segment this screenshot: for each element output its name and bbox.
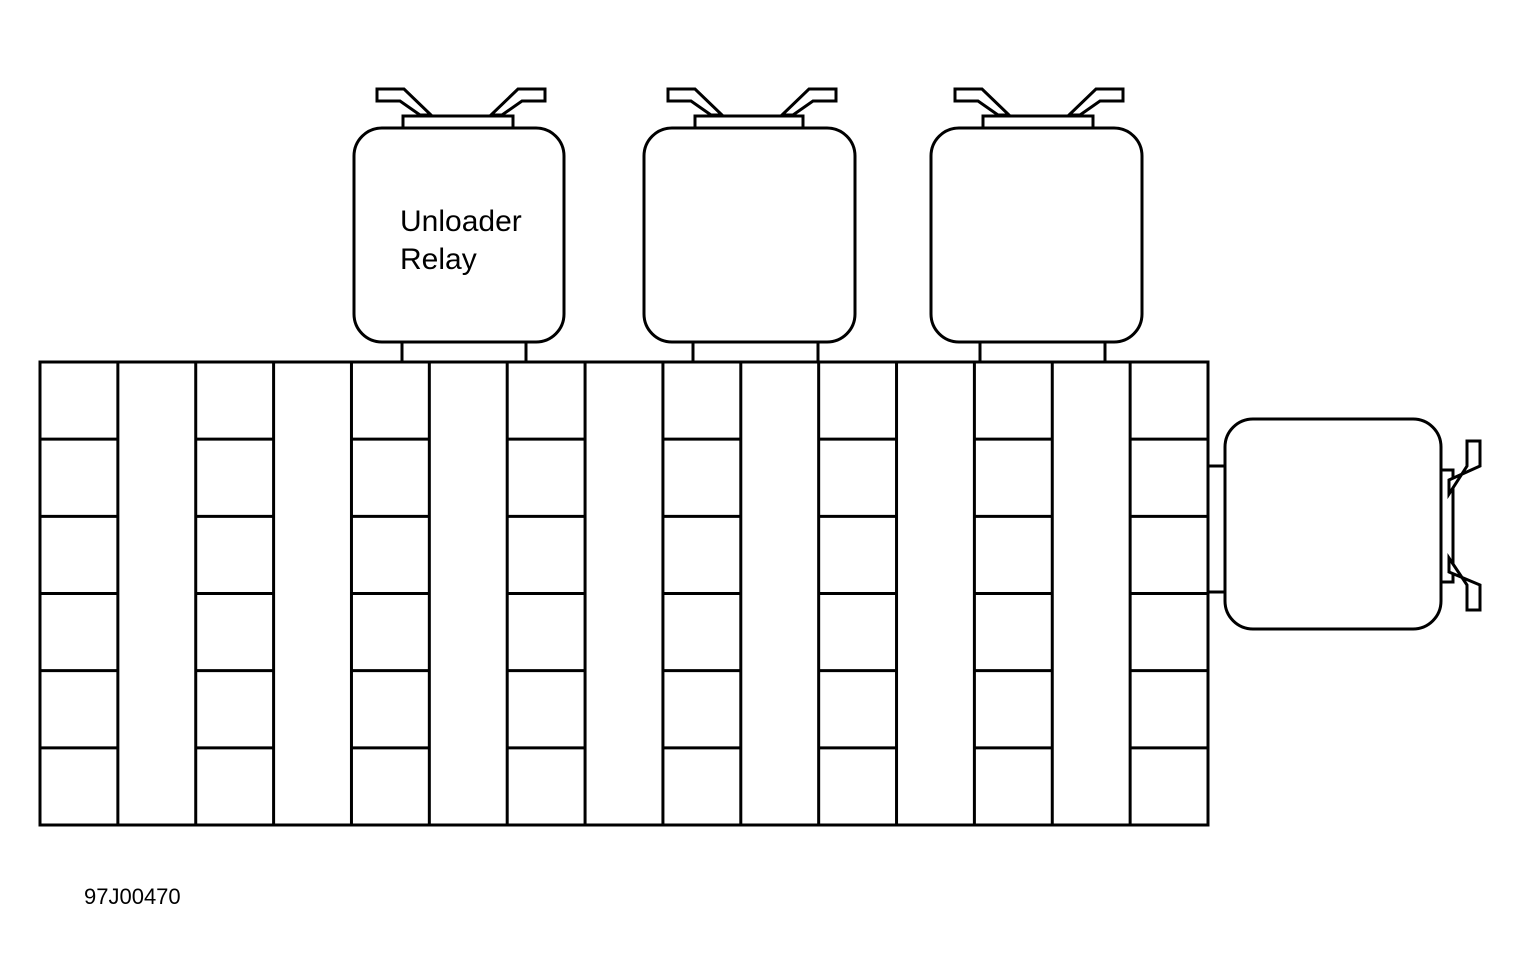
relay-connector <box>1206 464 1228 594</box>
relay-body <box>642 126 857 344</box>
side-relay <box>1206 417 1482 631</box>
relay-mounting-tab <box>1447 553 1482 612</box>
relay-mounting-tab <box>953 87 1013 117</box>
relay-3 <box>929 87 1144 362</box>
relay-mount-base <box>981 114 1095 130</box>
relay-mounting-tab <box>666 87 726 117</box>
relay-body <box>352 126 566 344</box>
fuse-block-grid <box>40 362 1208 825</box>
figure-id: 97J00470 <box>84 884 181 909</box>
relay-2 <box>642 87 857 362</box>
relay-mounting-tab <box>778 87 838 117</box>
relay-mounting-tab <box>487 87 547 117</box>
fuse-block <box>38 360 1210 827</box>
relay-mount-base <box>693 114 805 130</box>
relay-body <box>929 126 1144 344</box>
relay-mounting-tab <box>1065 87 1125 117</box>
relay-mounting-tab <box>375 87 435 117</box>
relay-label-line-2: Relay <box>400 243 477 276</box>
unloader-relay: Unloader Relay <box>352 87 566 362</box>
relay-body <box>1223 417 1443 631</box>
relay-mount-base <box>401 114 515 130</box>
relay-label-line-1: Unloader <box>400 205 522 238</box>
relay-mounting-tab <box>1447 439 1482 500</box>
